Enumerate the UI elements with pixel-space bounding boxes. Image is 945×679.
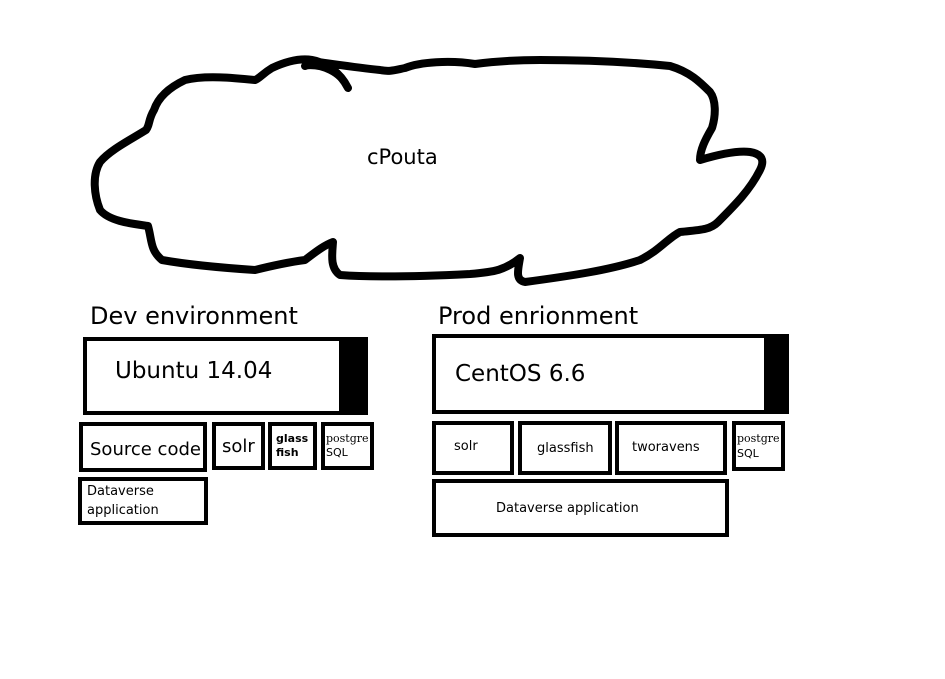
dev-postgresql-label-line1: postgre: [326, 432, 369, 445]
dev-glassfish-label-line2: fish: [276, 446, 299, 459]
dev-os-label: Ubuntu 14.04: [115, 358, 273, 384]
prod-postgresql-label-line2: SQL: [737, 447, 759, 460]
dev-os-box-bar: [339, 337, 368, 415]
dev-dataverse-label-line2: application: [87, 503, 159, 518]
dev-postgresql-box: [321, 422, 374, 470]
cloud-outline: [90, 55, 767, 286]
dev-solr-box: [212, 422, 265, 470]
dev-source-code-label: Source code: [90, 439, 201, 460]
prod-dataverse-box: [432, 479, 729, 537]
dev-environment-heading: Dev environment: [90, 302, 298, 330]
dev-dataverse-label-line1: Dataverse: [87, 484, 154, 499]
prod-postgresql-label-line1: postgre: [737, 432, 780, 445]
prod-glassfish-label: glassfish: [537, 441, 594, 456]
dev-source-code-box: [79, 422, 207, 472]
prod-os-box-bar: [764, 334, 789, 414]
prod-postgresql-box: [732, 421, 785, 471]
dev-dataverse-box: [78, 477, 208, 525]
prod-solr-label: solr: [454, 439, 478, 454]
prod-solr-box: [432, 421, 514, 475]
prod-os-label: CentOS 6.6: [455, 361, 586, 387]
prod-tworavens-label: tworavens: [632, 440, 700, 455]
dev-solr-label: solr: [222, 436, 255, 457]
cloud-label: cPouta: [367, 145, 438, 169]
dev-glassfish-label-line1: glass: [276, 432, 309, 445]
cloud-inner-hook: [301, 62, 352, 92]
prod-environment-heading: Prod enrionment: [438, 302, 639, 330]
prod-os-box: [432, 334, 789, 414]
prod-dataverse-label: Dataverse application: [496, 501, 639, 516]
dev-postgresql-label-line2: SQL: [326, 446, 348, 459]
prod-tworavens-box: [615, 421, 727, 475]
prod-glassfish-box: [518, 421, 612, 475]
dev-glassfish-box: [268, 422, 317, 470]
